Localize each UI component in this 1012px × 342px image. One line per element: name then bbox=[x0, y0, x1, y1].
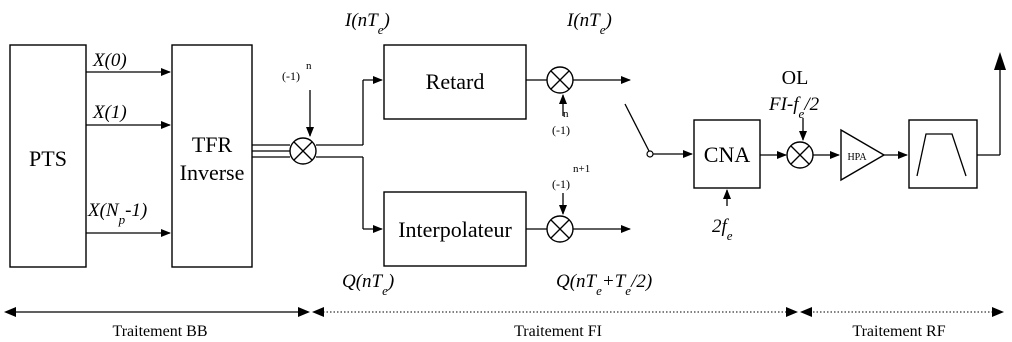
input-label-x1: X(1) bbox=[92, 102, 127, 123]
tfr-label-line2: Inverse bbox=[180, 160, 245, 185]
section-rf-label: Traitement RF bbox=[852, 323, 945, 340]
pts-block bbox=[9, 44, 87, 268]
section-bb-label: Traitement BB bbox=[113, 323, 208, 340]
retard-block bbox=[383, 44, 527, 120]
hpa-label: HPA bbox=[847, 152, 867, 163]
mixer-multiplier bbox=[786, 141, 814, 169]
switch-pivot bbox=[646, 150, 654, 158]
section-bb-range bbox=[4, 307, 310, 317]
mult1-factor: (-1)n bbox=[282, 60, 312, 83]
interpolateur-block bbox=[383, 191, 527, 267]
section-fi-range bbox=[312, 307, 798, 317]
interpolateur-label: Interpolateur bbox=[398, 217, 512, 242]
multiplier-3 bbox=[546, 215, 574, 243]
split-lines bbox=[316, 76, 383, 233]
hpa-amplifier: HPA bbox=[840, 128, 886, 182]
mult3-factor: (-1)n+1 bbox=[552, 163, 590, 191]
retard-label: Retard bbox=[426, 69, 485, 94]
section-rf-range bbox=[800, 307, 1004, 317]
input-label-x0: X(0) bbox=[92, 50, 127, 71]
antenna-output bbox=[977, 52, 1006, 156]
bandpass-filter-block bbox=[908, 119, 978, 189]
signal-i-left: I(nTe) bbox=[344, 10, 390, 37]
bus-lines bbox=[252, 144, 290, 158]
oscillator-freq: FI-fe/2 bbox=[768, 94, 820, 121]
tfr-inverse-block bbox=[171, 44, 253, 268]
multiplier-2 bbox=[546, 66, 574, 94]
signal-q-right: Q(nTe+Te/2) bbox=[556, 271, 652, 298]
section-fi-label: Traitement FI bbox=[514, 323, 602, 340]
oscillator-title: OL bbox=[782, 67, 809, 89]
cna-label: CNA bbox=[704, 142, 751, 167]
signal-q-left: Q(nTe) bbox=[342, 271, 394, 298]
tfr-label-line1: TFR bbox=[192, 132, 233, 157]
multiplier-1 bbox=[289, 137, 317, 165]
clock-label: 2fe bbox=[712, 216, 733, 243]
mult2-factor: (-1)n bbox=[552, 108, 570, 137]
signal-i-right: I(nTe) bbox=[566, 10, 612, 37]
switch-blade bbox=[624, 103, 650, 152]
input-label-xn: X(Np-1) bbox=[87, 200, 147, 227]
cna-block bbox=[693, 119, 761, 189]
pts-label: PTS bbox=[29, 146, 67, 171]
